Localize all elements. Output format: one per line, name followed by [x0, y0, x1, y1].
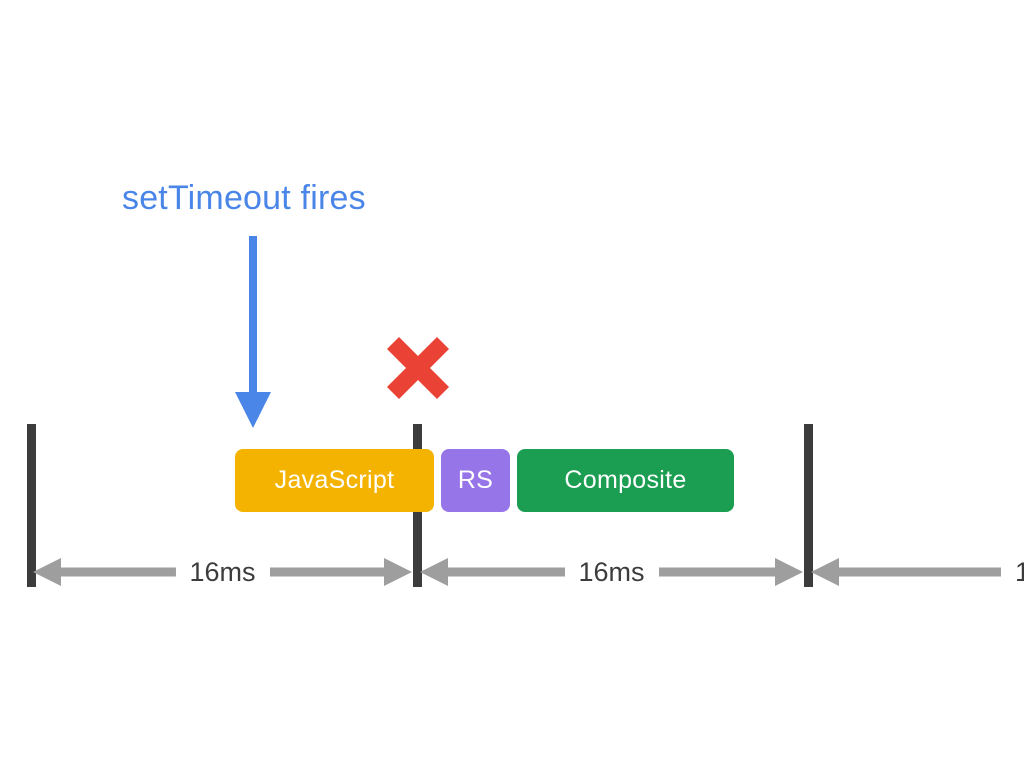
task-bar-javascript: JavaScript: [235, 449, 434, 512]
task-bar-label: Composite: [564, 466, 687, 494]
frame-duration-measure: 16ms: [31, 554, 414, 590]
frame-duration-measure: 16ms: [418, 554, 805, 590]
frame-boundary-tick: [804, 424, 813, 587]
measure-label: 16ms: [1000, 554, 1024, 590]
down-arrow-icon: [232, 232, 276, 432]
task-bar-rs: RS: [441, 449, 510, 512]
measure-label: 16ms: [175, 554, 270, 590]
task-bar-label: JavaScript: [274, 466, 395, 494]
red-x-icon: [383, 333, 453, 403]
task-bar-label: RS: [457, 466, 494, 494]
frame-boundary-tick: [27, 424, 36, 587]
settimeout-annotation-label: setTimeout fires: [122, 179, 366, 217]
task-bar-composite: Composite: [517, 449, 734, 512]
frame-duration-measure: 16ms: [809, 554, 1024, 590]
measure-label: 16ms: [564, 554, 659, 590]
